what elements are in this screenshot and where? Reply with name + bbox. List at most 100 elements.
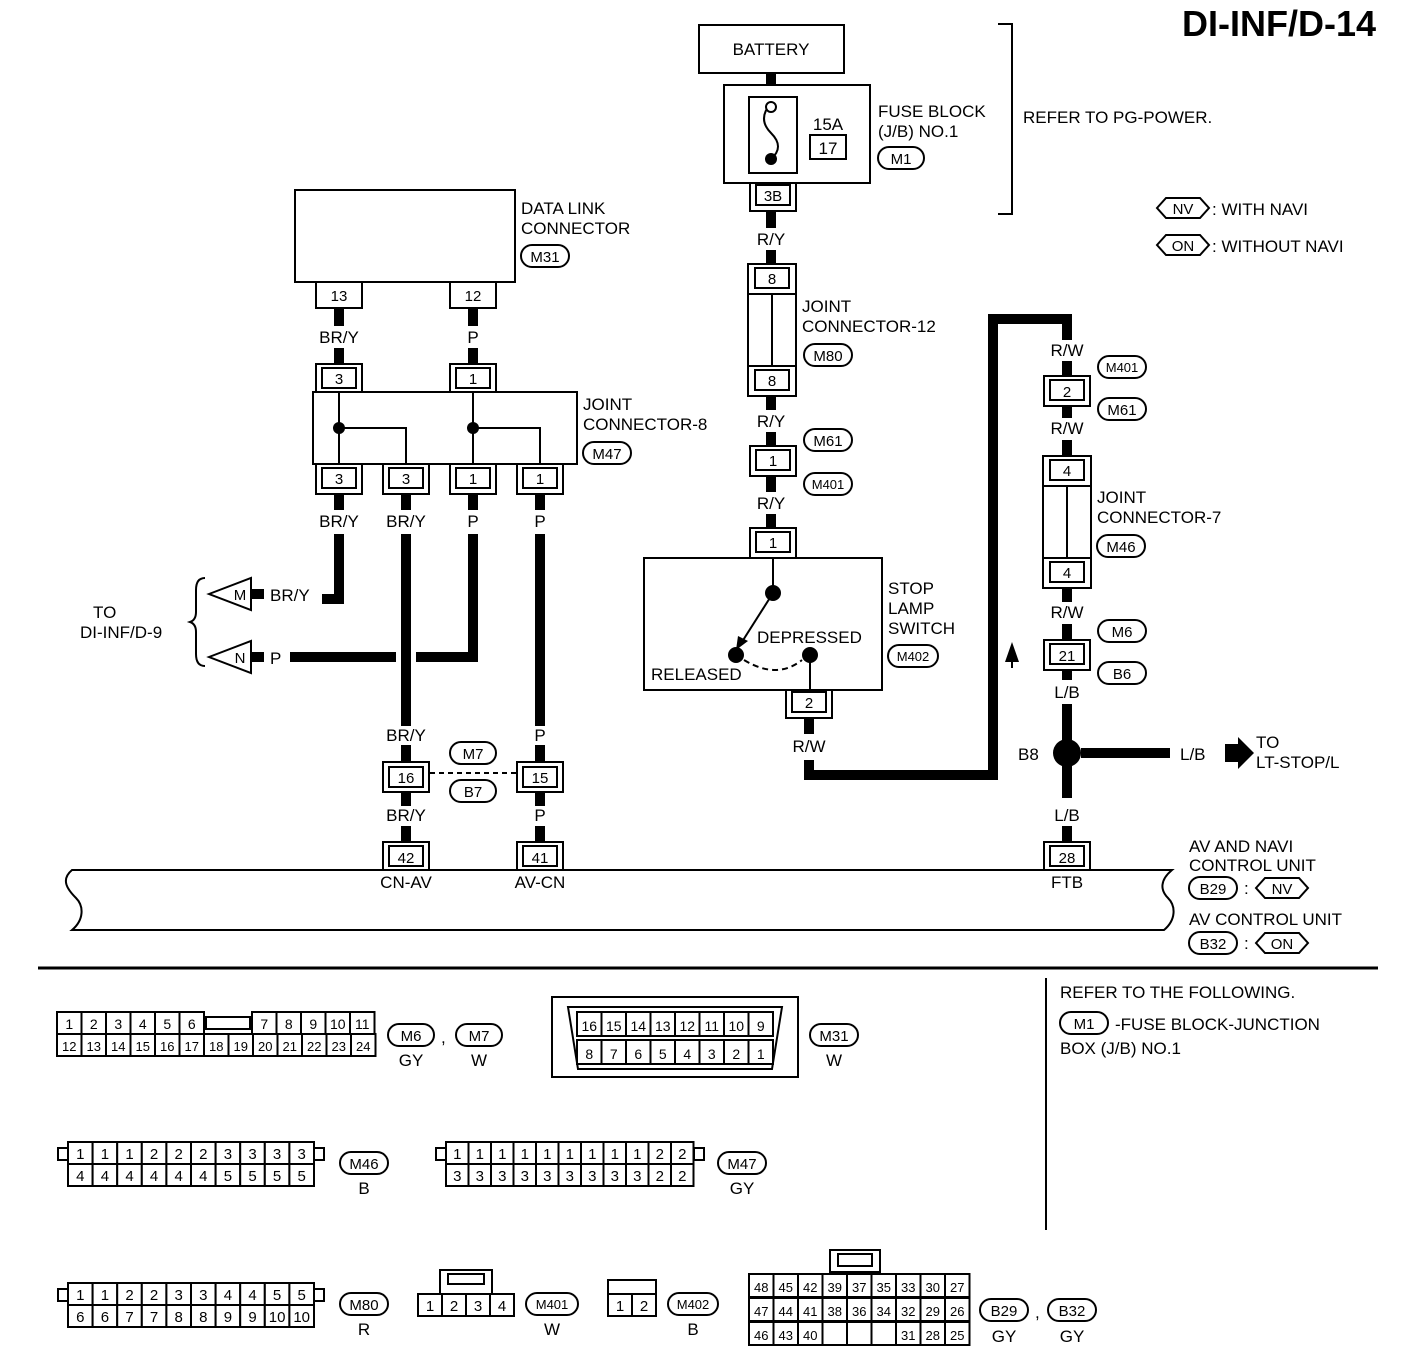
connector-cavity xyxy=(698,1011,725,1037)
wire-bry-to-d9: BR/Y xyxy=(270,586,310,605)
connector-cavity xyxy=(747,1011,774,1037)
connector-pin-number: 10 xyxy=(269,1309,286,1326)
connector-pin-number: 3 xyxy=(273,1146,281,1163)
svg-text:,: , xyxy=(1035,1303,1040,1322)
svg-text:M401: M401 xyxy=(536,1297,569,1312)
connector-pin-number: 1 xyxy=(125,1146,133,1163)
connector-pin-number: 2 xyxy=(175,1146,183,1163)
connector-pin-number: 38 xyxy=(828,1304,842,1319)
connector-cavity xyxy=(600,1039,627,1065)
svg-text:NV: NV xyxy=(1173,201,1194,218)
stop-lamp-connector: M402 xyxy=(897,649,930,664)
svg-text:P: P xyxy=(534,726,545,745)
connector-pin-number: 3 xyxy=(708,1046,716,1062)
connector-cavity xyxy=(944,1321,971,1346)
connector-pin-number: 43 xyxy=(779,1328,793,1343)
connector-pin-number: 5 xyxy=(273,1168,281,1185)
fuse-block-label-2: (J/B) NO.1 xyxy=(878,122,958,141)
connector-pin-number: 17 xyxy=(185,1039,199,1054)
connector-pin-number: 4 xyxy=(248,1287,256,1304)
connector-pin-number: 5 xyxy=(273,1287,281,1304)
svg-text:W: W xyxy=(544,1320,560,1339)
connector-pin-number: 3 xyxy=(199,1287,207,1304)
svg-text:R/Y: R/Y xyxy=(757,230,785,249)
connector-pin-number: 10 xyxy=(728,1018,744,1034)
svg-text:M: M xyxy=(234,587,247,604)
connector-pin-number: 20 xyxy=(258,1039,272,1054)
connector-pin-number: 7 xyxy=(150,1309,158,1326)
svg-text::: : xyxy=(1244,879,1249,898)
connector-pin-number: 3 xyxy=(498,1168,506,1185)
connector-pin-number: 1 xyxy=(426,1298,434,1315)
connector-pin-number: 1 xyxy=(453,1146,461,1163)
connector-pin-number: 4 xyxy=(224,1287,232,1304)
conn-m401-right: M401 xyxy=(1106,360,1139,375)
connector-pin-number: 4 xyxy=(125,1168,133,1185)
connector-pin-number: 9 xyxy=(224,1309,232,1326)
connector-cavity xyxy=(747,1039,774,1065)
connector-cavity xyxy=(723,1039,750,1065)
connector-pin-number: 4 xyxy=(150,1168,158,1185)
svg-text:M6: M6 xyxy=(401,1028,422,1045)
pin-28: 28 xyxy=(1059,850,1076,867)
svg-text:1: 1 xyxy=(769,535,777,552)
nav-unit-label-1: AV AND NAVI xyxy=(1189,837,1293,856)
svg-text:3: 3 xyxy=(335,471,343,488)
connector-pin-number: 3 xyxy=(298,1146,306,1163)
connector-pin-number: 9 xyxy=(757,1018,765,1034)
connector-pin-number: 2 xyxy=(656,1146,664,1163)
svg-text:R/W: R/W xyxy=(1050,341,1083,360)
connector-pin-number: 8 xyxy=(585,1046,593,1062)
connector-pin-number: 11 xyxy=(704,1018,719,1034)
svg-text:M80: M80 xyxy=(349,1297,378,1314)
label-av-cn: AV-CN xyxy=(515,873,566,892)
svg-text:M46: M46 xyxy=(349,1156,378,1173)
joint12-label-2: CONNECTOR-12 xyxy=(802,317,936,336)
label-cn-av: CN-AV xyxy=(380,873,432,892)
svg-text:,: , xyxy=(441,1028,446,1047)
svg-text:21: 21 xyxy=(1059,648,1076,665)
connector-pin-number: 2 xyxy=(199,1146,207,1163)
conn-m401-left: M401 xyxy=(812,477,845,492)
joint8-bottom-pins: 3 3 1 1 xyxy=(315,463,564,495)
svg-text:R: R xyxy=(358,1320,370,1339)
connector-pin-number: 3 xyxy=(175,1287,183,1304)
label-ftb: FTB xyxy=(1051,873,1083,892)
connector-pin-number: 1 xyxy=(566,1146,574,1163)
data-link-label-1: DATA LINK xyxy=(521,199,606,218)
svg-text:R/W: R/W xyxy=(1050,419,1083,438)
connector-cavity xyxy=(649,1039,676,1065)
connector-pin-number: 4 xyxy=(498,1298,506,1315)
fuse-icon xyxy=(763,102,779,160)
svg-text:B32: B32 xyxy=(1059,1303,1086,1320)
connector-pin-number: 18 xyxy=(209,1039,223,1054)
svg-text:8: 8 xyxy=(768,373,776,390)
to-stop-label: TO xyxy=(1256,733,1279,752)
connector-pin-number: 8 xyxy=(175,1309,183,1326)
connector-pin-number: 41 xyxy=(803,1304,817,1319)
connector-cavity xyxy=(489,1293,515,1317)
connector-pin-number: 3 xyxy=(543,1168,551,1185)
connector-pin-number: 30 xyxy=(926,1280,940,1295)
svg-text:2: 2 xyxy=(805,695,813,712)
legend-with-navi: : WITH NAVI xyxy=(1212,200,1308,219)
wire-bry-1: BR/Y xyxy=(319,328,359,347)
connector-pin-number: 7 xyxy=(610,1046,618,1062)
connector-pin-number: 13 xyxy=(87,1039,101,1054)
svg-text::: : xyxy=(1244,934,1249,953)
refer-box-jb: BOX (J/B) NO.1 xyxy=(1060,1039,1181,1058)
connector-pin-number: 13 xyxy=(655,1018,671,1034)
connector-pin-number: 33 xyxy=(901,1280,915,1295)
svg-text:L/B: L/B xyxy=(1054,683,1080,702)
connector-pin-number: 4 xyxy=(683,1046,691,1062)
wire-lb-to-stop: L/B xyxy=(1180,745,1206,764)
splice-label: B8 xyxy=(1018,745,1039,764)
dlc-pin-12: 12 xyxy=(465,288,482,305)
conn-b7: B7 xyxy=(464,784,482,801)
nv-tag xyxy=(1155,197,1211,219)
